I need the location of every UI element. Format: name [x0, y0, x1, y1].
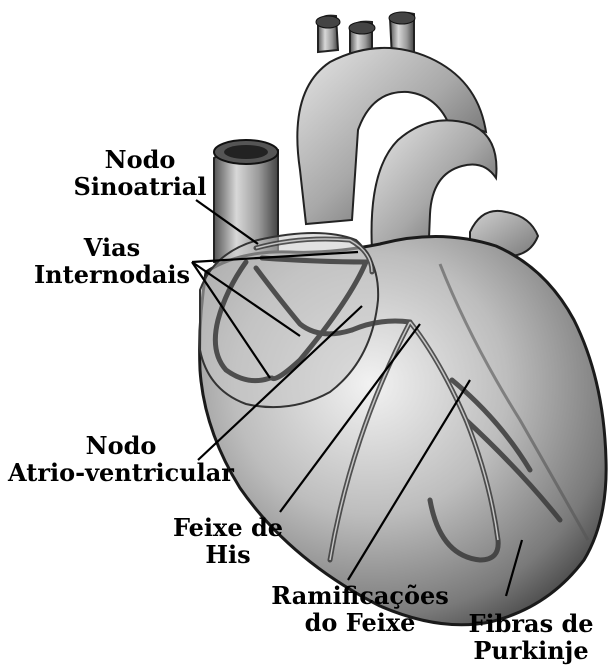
internodal-label-line1: Vias — [32, 234, 192, 261]
internodal-label-line2: Internodais — [32, 261, 192, 288]
his-bundle-label: Feixe de His — [166, 514, 290, 568]
purkinje-label-line1: Fibras de — [456, 610, 606, 637]
bundle-branches-label-line1: Ramificações — [268, 582, 452, 609]
his-bundle-label-line2: His — [166, 541, 290, 568]
sa-node-label: Nodo Sinoatrial — [54, 146, 226, 200]
sa-node-label-line1: Nodo — [54, 146, 226, 173]
purkinje-fibers-label: Fibras de Purkinje — [456, 610, 606, 664]
bundle-branches-label-line2: do Feixe — [268, 609, 452, 636]
av-node-label: Nodo Atrio-ventricular — [6, 432, 236, 486]
sa-node-label-line2: Sinoatrial — [54, 173, 226, 200]
purkinje-label-line2: Purkinje — [456, 637, 606, 664]
av-node-label-line1: Nodo — [6, 432, 236, 459]
av-node-label-line2: Atrio-ventricular — [6, 459, 236, 486]
his-bundle-label-line1: Feixe de — [166, 514, 290, 541]
bundle-branches-label: Ramificações do Feixe — [268, 582, 452, 636]
internodal-pathways-label: Vias Internodais — [32, 234, 192, 288]
